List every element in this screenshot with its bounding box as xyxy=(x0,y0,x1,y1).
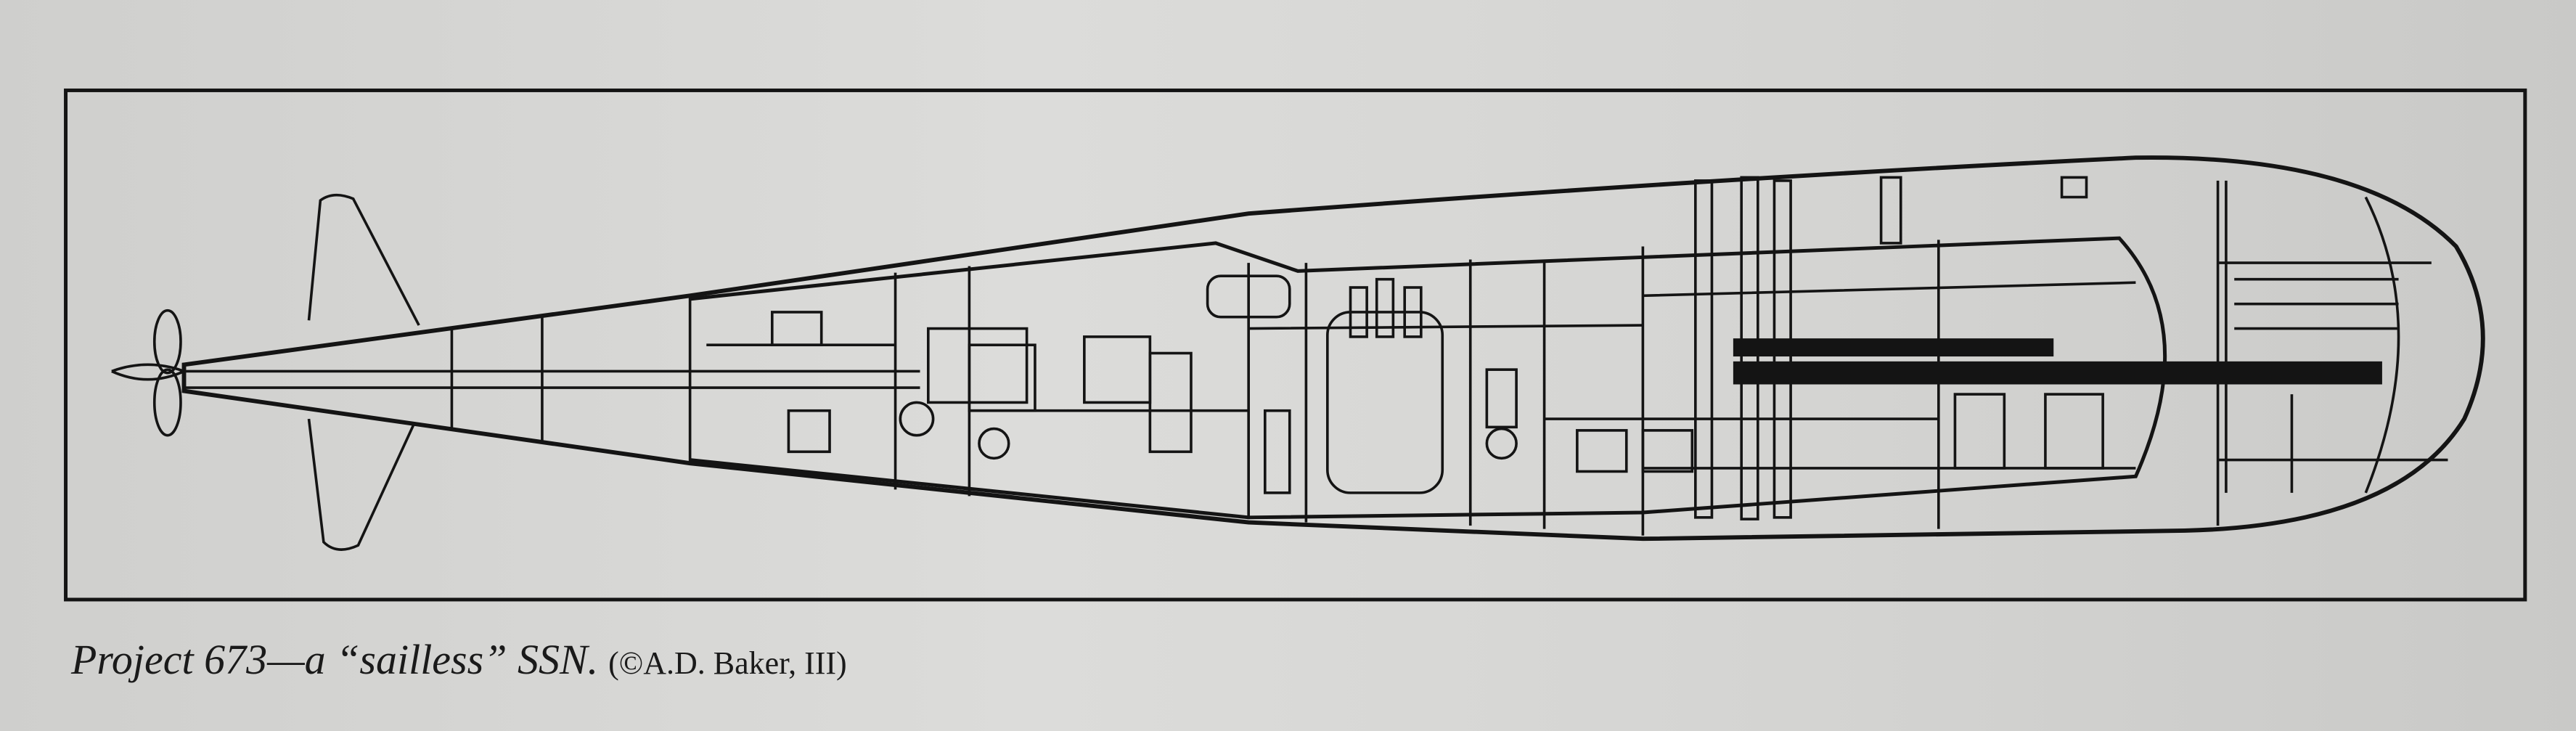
upper-tail-fin xyxy=(307,193,420,326)
propeller xyxy=(111,309,188,437)
lower-tail-fin xyxy=(307,418,416,551)
bulkheads xyxy=(450,180,2220,536)
figure-frame xyxy=(64,88,2527,602)
caption-text: Project 673—a “sailless” SSN. xyxy=(71,636,599,683)
caption-credit: (©A.D. Baker, III) xyxy=(608,645,847,681)
hull-outline xyxy=(181,155,2485,542)
figure-caption: Project 673—a “sailless” SSN. (©A.D. Bak… xyxy=(71,635,847,684)
propeller-shaft xyxy=(184,369,920,389)
reactor-compartment xyxy=(1733,338,2382,385)
pressure-hull xyxy=(690,236,2167,520)
machinery xyxy=(770,176,2400,520)
